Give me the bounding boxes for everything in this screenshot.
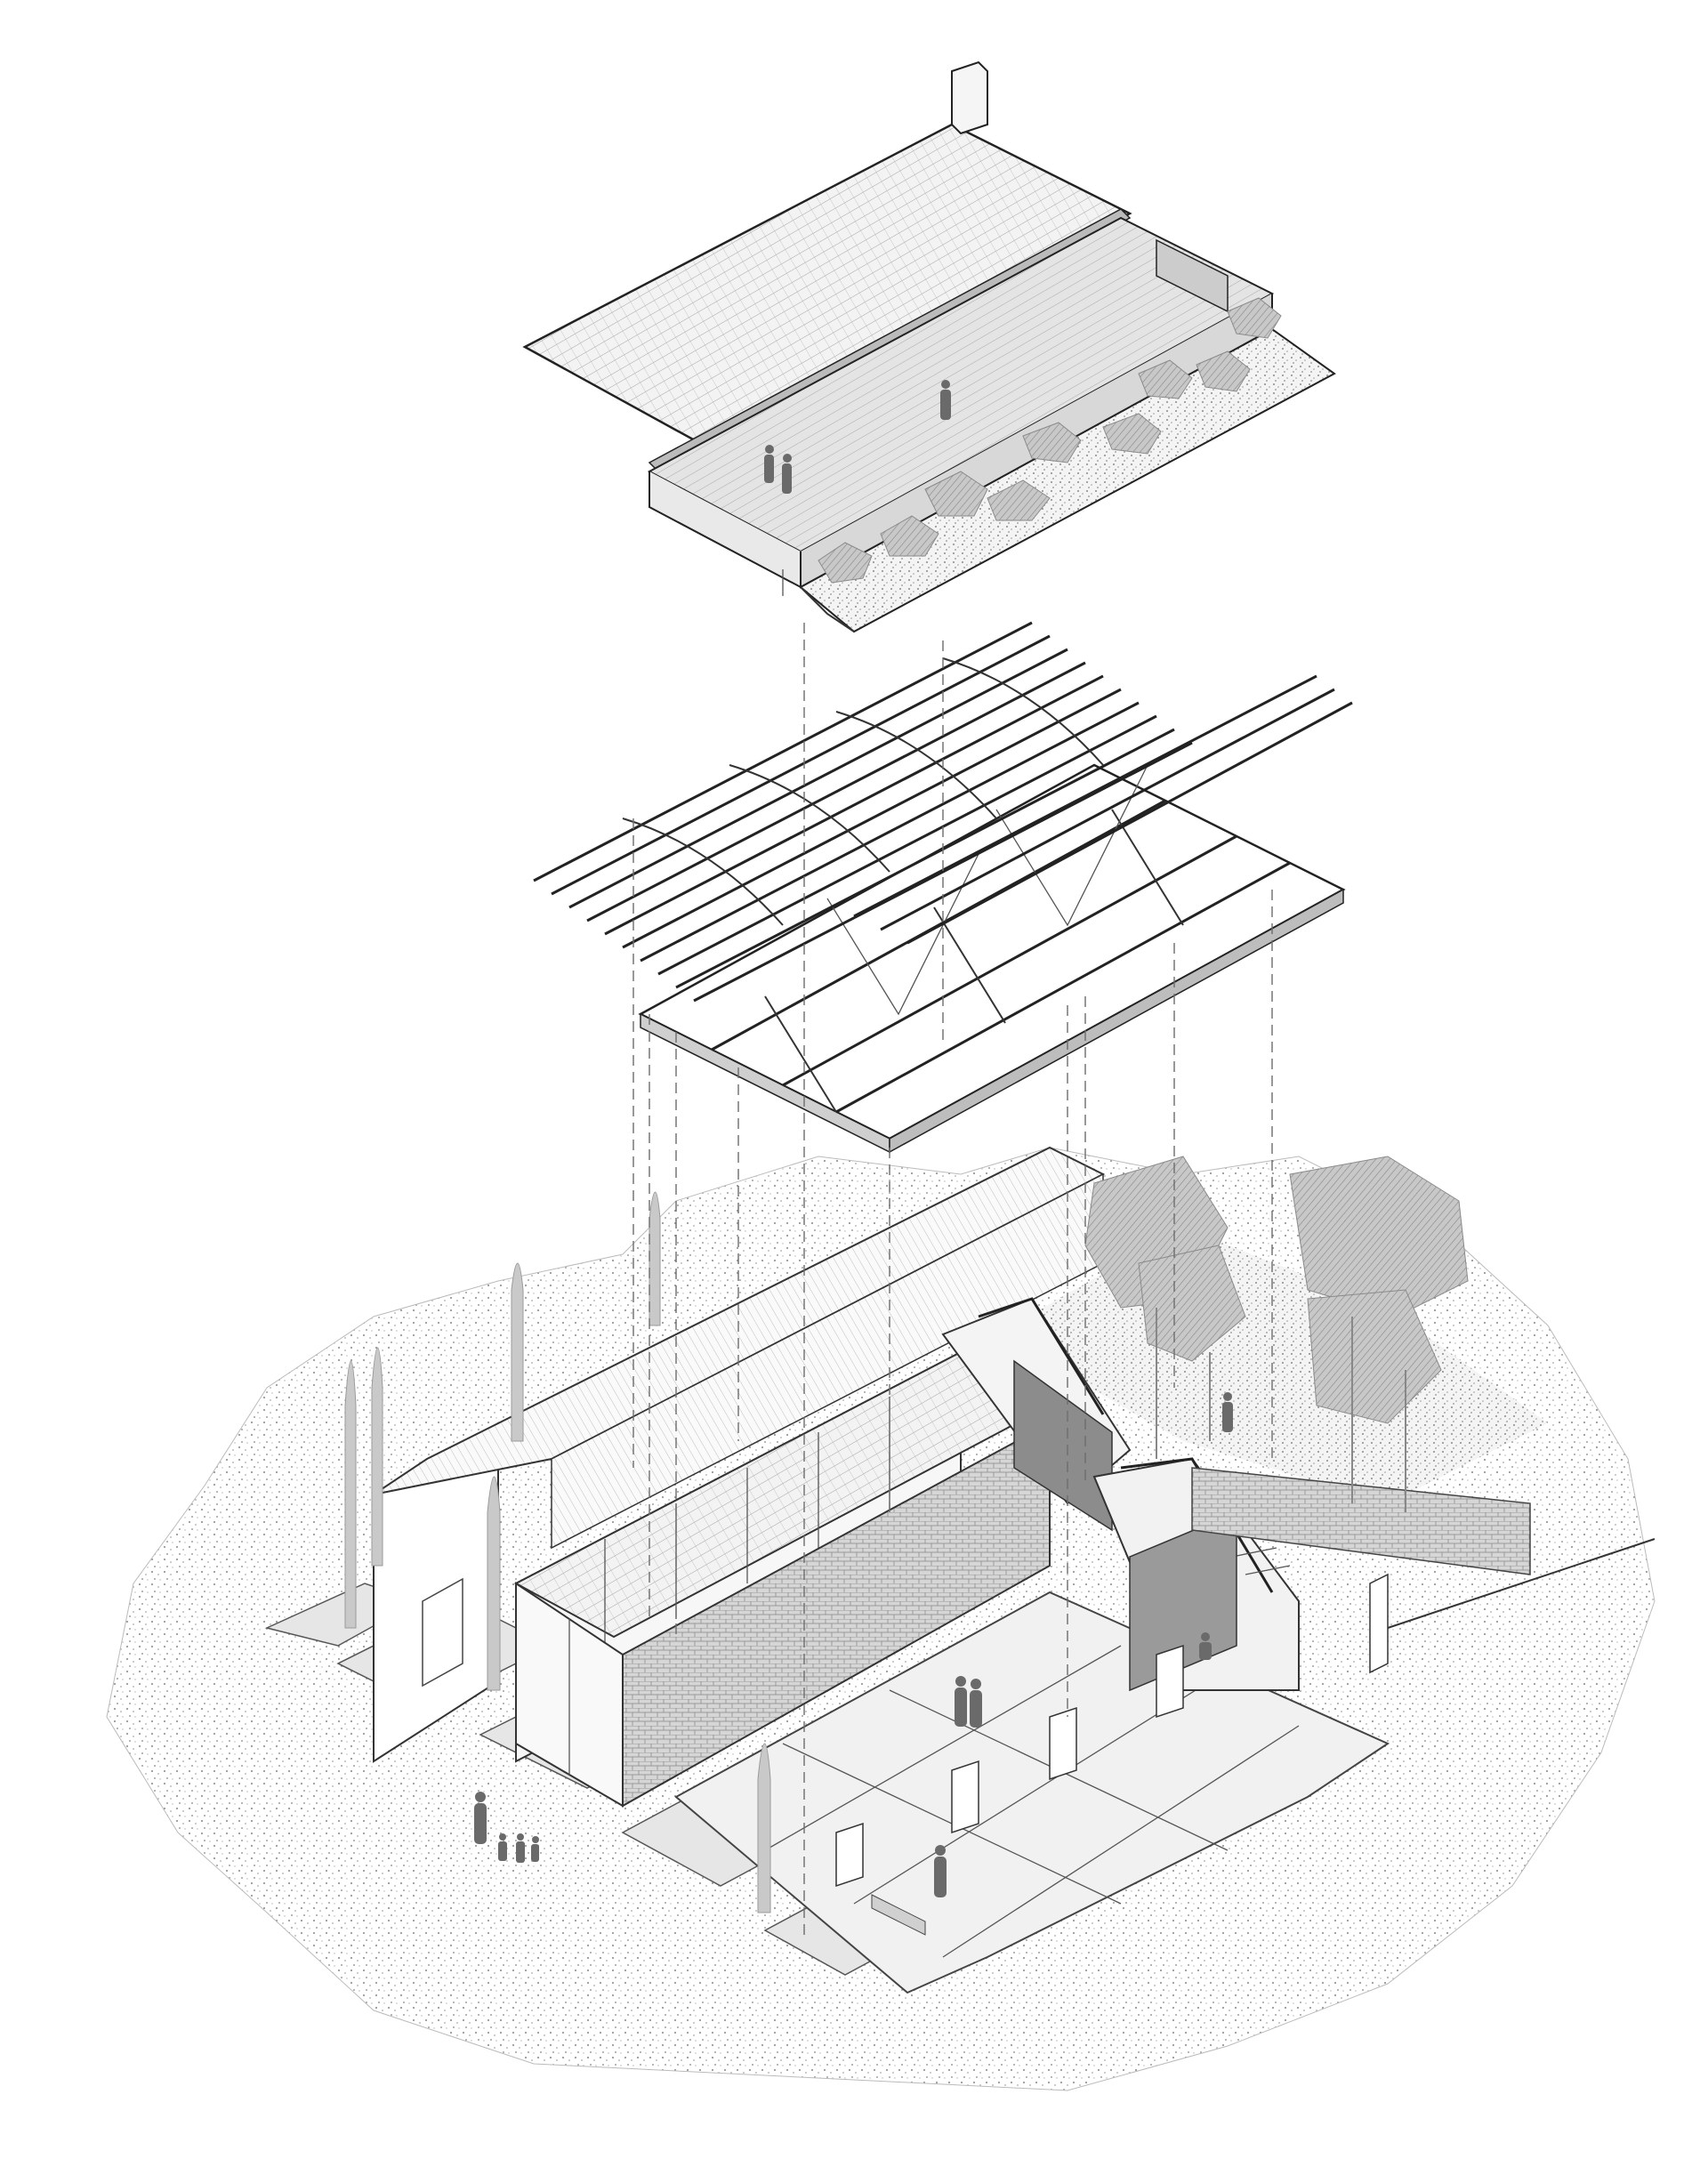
rafters: [533, 621, 1353, 1003]
chimney: [951, 60, 988, 135]
trusses: [711, 764, 1291, 1114]
shrubs: [818, 297, 1282, 584]
trees: [344, 1156, 1469, 1913]
retaining-wall: [1191, 1467, 1531, 1575]
roof-deck-layer: [522, 60, 1336, 633]
alignment-lines: [632, 623, 1273, 1939]
roof-structure-layer: [533, 621, 1353, 1154]
tiled-roof: [522, 123, 1132, 447]
barn-door: [422, 1577, 463, 1688]
people: [474, 380, 1233, 1897]
planted-bed: [799, 327, 1336, 633]
courtyard-panels: [835, 1644, 1184, 1888]
